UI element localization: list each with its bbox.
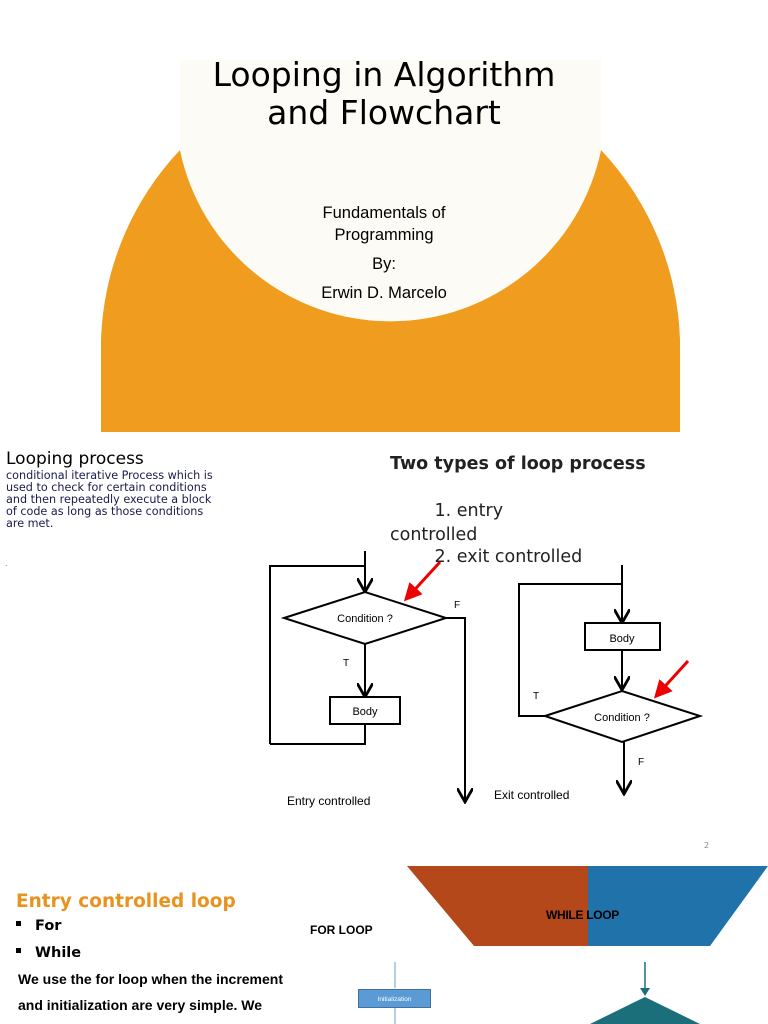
title-slide: Looping in Algorithm and Flowchart Funda… [0,0,768,432]
subtitle-line2: Programming [334,226,434,244]
paragraph-line1: We use the for loop when the increment [18,971,283,987]
author-name: Erwin D. Marcelo [321,284,447,302]
subtitle-line1: Fundamentals of [322,204,446,222]
entry-true-label: T [343,658,349,669]
entry-body-label: Body [352,706,378,718]
while-banner-left [407,866,588,946]
looping-process-heading: Looping process [6,449,144,469]
while-loop-label: WHILE LOOP [546,908,619,922]
entry-controlled-flowchart [269,551,465,800]
looping-process-description: conditional iterative Process which is u… [6,469,213,530]
red-arrow-icon [653,659,690,699]
slide3-graphics [394,866,768,1024]
looping-process-slide: Condition ? T F Body Entry controlled Bo… [0,440,768,860]
two-types-heading: Two types of loop process [390,454,646,474]
while-decision-shape [590,997,700,1024]
exit-controlled-flowchart [518,565,704,792]
page-number: 2 [704,841,710,850]
entry-controlled-heading: Entry controlled loop [16,891,236,912]
while-banner-right [588,866,768,946]
entry-controlled-slide: Entry controlled loop For While We use t… [0,866,768,1024]
exit-controlled-item: 2. exit controlled [390,547,583,567]
paragraph-line2: and initialization are very simple. We [18,997,263,1013]
entry-caption: Entry controlled [287,794,370,808]
orange-arc-shape [101,60,680,432]
exit-false-label: F [638,757,644,768]
entry-false-label: F [454,600,460,611]
initialization-box: Initialization [358,989,431,1008]
red-arrow-icon [403,560,442,602]
stray-mark: . [5,559,8,568]
by-label: By: [372,255,396,273]
for-loop-label: FOR LOOP [310,923,373,937]
exit-body-label: Body [609,633,635,645]
exit-caption: Exit controlled [494,788,569,802]
bullet-while: While [16,945,81,961]
entry-condition-label: Condition ? [337,613,393,625]
entry-controlled-item: 1. entry controlled [390,501,509,545]
loop-flowcharts: Condition ? T F Body Entry controlled Bo… [269,551,704,808]
slide-title: Looping in Algorithm and Flowchart [212,55,556,132]
exit-condition-label: Condition ? [594,712,650,724]
exit-true-label: T [533,691,539,702]
bullet-for: For [16,918,61,934]
